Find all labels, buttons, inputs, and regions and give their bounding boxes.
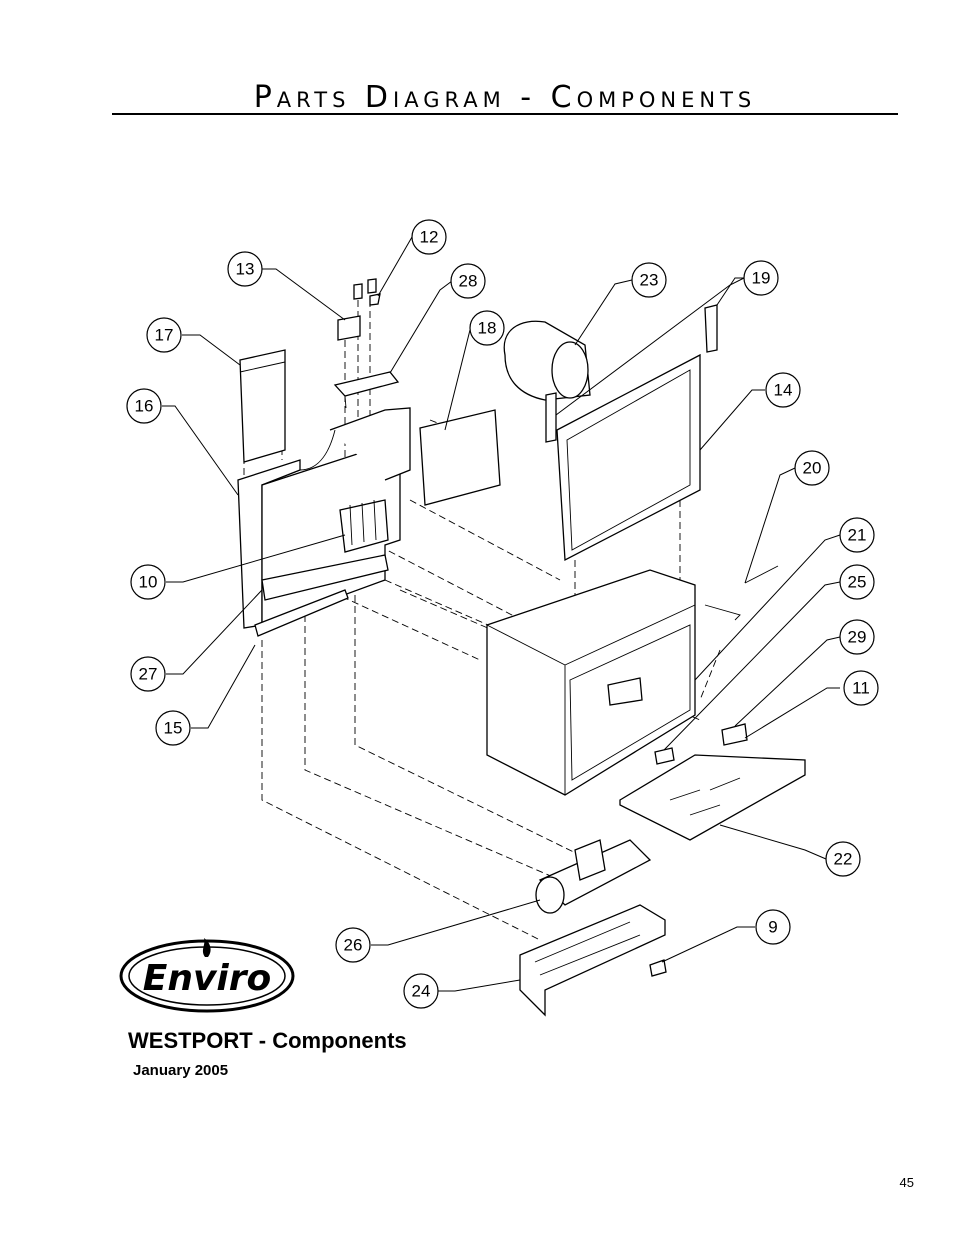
callout-14: 14 xyxy=(765,372,801,408)
svg-text:24: 24 xyxy=(412,982,431,1001)
caption-title: WESTPORT - Components xyxy=(128,1028,407,1053)
callout-25: 25 xyxy=(839,564,875,600)
svg-text:19: 19 xyxy=(752,269,771,288)
svg-text:17: 17 xyxy=(155,326,174,345)
part-24-blower-housing xyxy=(519,904,666,1017)
callout-15: 15 xyxy=(155,710,191,746)
title-rule xyxy=(112,113,898,115)
callout-18: 18 xyxy=(469,310,505,346)
svg-text:23: 23 xyxy=(640,271,659,290)
callout-20: 20 xyxy=(794,450,830,486)
svg-text:10: 10 xyxy=(139,573,158,592)
svg-text:27: 27 xyxy=(139,665,158,684)
callout-19: 19 xyxy=(743,260,779,296)
page-number: 45 xyxy=(899,1175,914,1190)
part-25-component xyxy=(654,747,675,765)
part-9-component xyxy=(649,959,667,977)
part-17-panel xyxy=(239,349,286,463)
part-18-heat-shield xyxy=(419,409,501,506)
callout-22: 22 xyxy=(825,841,861,877)
part-28-bracket xyxy=(333,371,400,397)
leader-lines xyxy=(162,236,841,992)
callout-27: 27 xyxy=(130,656,166,692)
part-19-bracket xyxy=(704,304,718,353)
callout-24: 24 xyxy=(403,973,439,1009)
part-27-bracket xyxy=(261,554,389,601)
svg-text:Enviro: Enviro xyxy=(143,958,272,999)
svg-text:11: 11 xyxy=(852,679,870,698)
callout-26: 26 xyxy=(335,927,371,963)
part-12-fitting xyxy=(367,278,377,294)
callout-13: 13 xyxy=(227,251,263,287)
callout-11: 11 xyxy=(843,670,879,706)
callout-28: 28 xyxy=(450,263,486,299)
svg-text:25: 25 xyxy=(848,573,867,592)
callout-23: 23 xyxy=(631,262,667,298)
part-shapes xyxy=(237,278,806,1017)
callout-21: 21 xyxy=(839,517,875,553)
part-22-burner-pan xyxy=(619,754,806,841)
flame-icon xyxy=(202,938,211,957)
callout-16: 16 xyxy=(126,388,162,424)
part-20-rod xyxy=(704,565,779,621)
svg-text:29: 29 xyxy=(848,628,867,647)
enviro-logo: Enviro xyxy=(119,938,295,1013)
caption-date: January 2005 xyxy=(133,1062,229,1079)
part-29-component xyxy=(721,723,748,746)
part-14-glass-frame xyxy=(556,353,701,562)
callouts: 12 13 28 23 19 17 18 14 16 20 21 25 10 2… xyxy=(126,219,879,1009)
callout-12: 12 xyxy=(411,219,447,255)
callout-29: 29 xyxy=(839,619,875,655)
svg-text:26: 26 xyxy=(344,936,363,955)
callout-17: 17 xyxy=(146,317,182,353)
callout-9: 9 xyxy=(755,909,791,945)
svg-text:22: 22 xyxy=(834,850,853,869)
page-title: Parts Diagram - Components xyxy=(253,80,757,115)
part-21-firebox xyxy=(486,569,696,796)
svg-text:20: 20 xyxy=(803,459,822,478)
svg-text:15: 15 xyxy=(164,719,183,738)
part-13-fitting xyxy=(337,315,361,341)
part-15-rail xyxy=(254,589,349,637)
svg-text:13: 13 xyxy=(236,260,255,279)
svg-text:9: 9 xyxy=(768,918,777,937)
svg-text:21: 21 xyxy=(848,526,867,545)
svg-text:14: 14 xyxy=(774,381,793,400)
svg-text:28: 28 xyxy=(459,272,478,291)
svg-text:18: 18 xyxy=(478,319,497,338)
svg-text:16: 16 xyxy=(135,397,154,416)
callout-10: 10 xyxy=(130,564,166,600)
svg-text:12: 12 xyxy=(420,228,439,247)
